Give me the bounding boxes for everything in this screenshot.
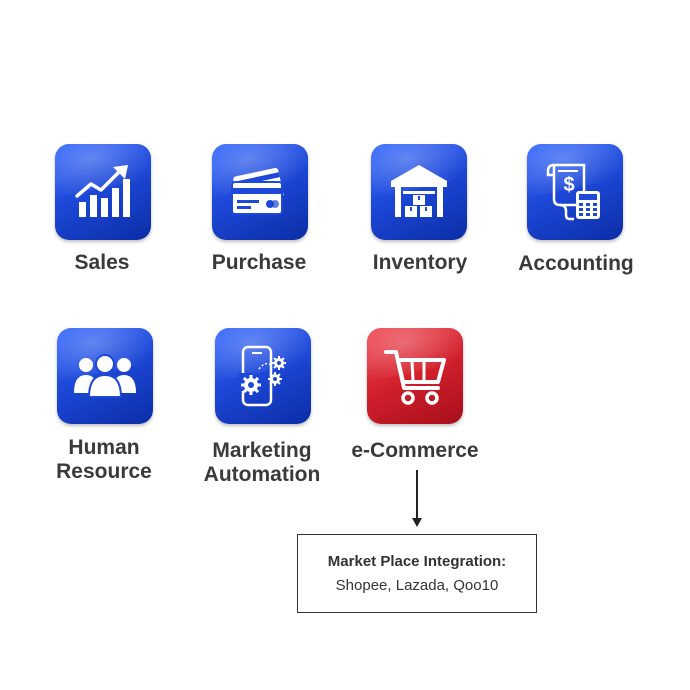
shopping-cart-icon: [384, 350, 446, 405]
inventory-tile[interactable]: [371, 144, 467, 240]
svg-text:$: $: [563, 174, 574, 196]
e-commerce-tile[interactable]: [367, 328, 463, 424]
e-commerce-label: e-Commerce: [351, 439, 479, 462]
inventory-label: Inventory: [372, 251, 468, 274]
arrow-down-icon: [412, 518, 422, 527]
integration-platforms: Shopee, Lazada, Qoo10: [335, 576, 499, 594]
marketing-automation-tile[interactable]: [215, 328, 311, 424]
accounting-tile[interactable]: $: [527, 144, 623, 240]
human-resource-label-line1: Human: [68, 436, 140, 459]
marketing-automation-label-line2: Automation: [203, 463, 321, 486]
purchase-label: Purchase: [211, 251, 307, 274]
connector-line: [416, 470, 418, 520]
human-resource-tile[interactable]: [57, 328, 153, 424]
human-resource-label-line2: Resource: [56, 460, 152, 483]
credit-cards-icon: [231, 167, 284, 215]
marketplace-integration-box: Market Place Integration: Shopee, Lazada…: [297, 534, 537, 613]
integration-title: Market Place Integration:: [327, 552, 507, 570]
warehouse-icon: [391, 165, 447, 217]
sales-label: Sales: [74, 251, 130, 274]
invoice-calculator-icon: $: [546, 163, 600, 221]
growth-chart-icon: [75, 165, 130, 217]
sales-tile[interactable]: [55, 144, 151, 240]
accounting-label: Accounting: [518, 252, 634, 275]
people-group-icon: [74, 354, 136, 398]
marketing-automation-label-line1: Marketing: [212, 439, 312, 462]
phone-gears-icon: [239, 345, 286, 407]
purchase-tile[interactable]: [212, 144, 308, 240]
